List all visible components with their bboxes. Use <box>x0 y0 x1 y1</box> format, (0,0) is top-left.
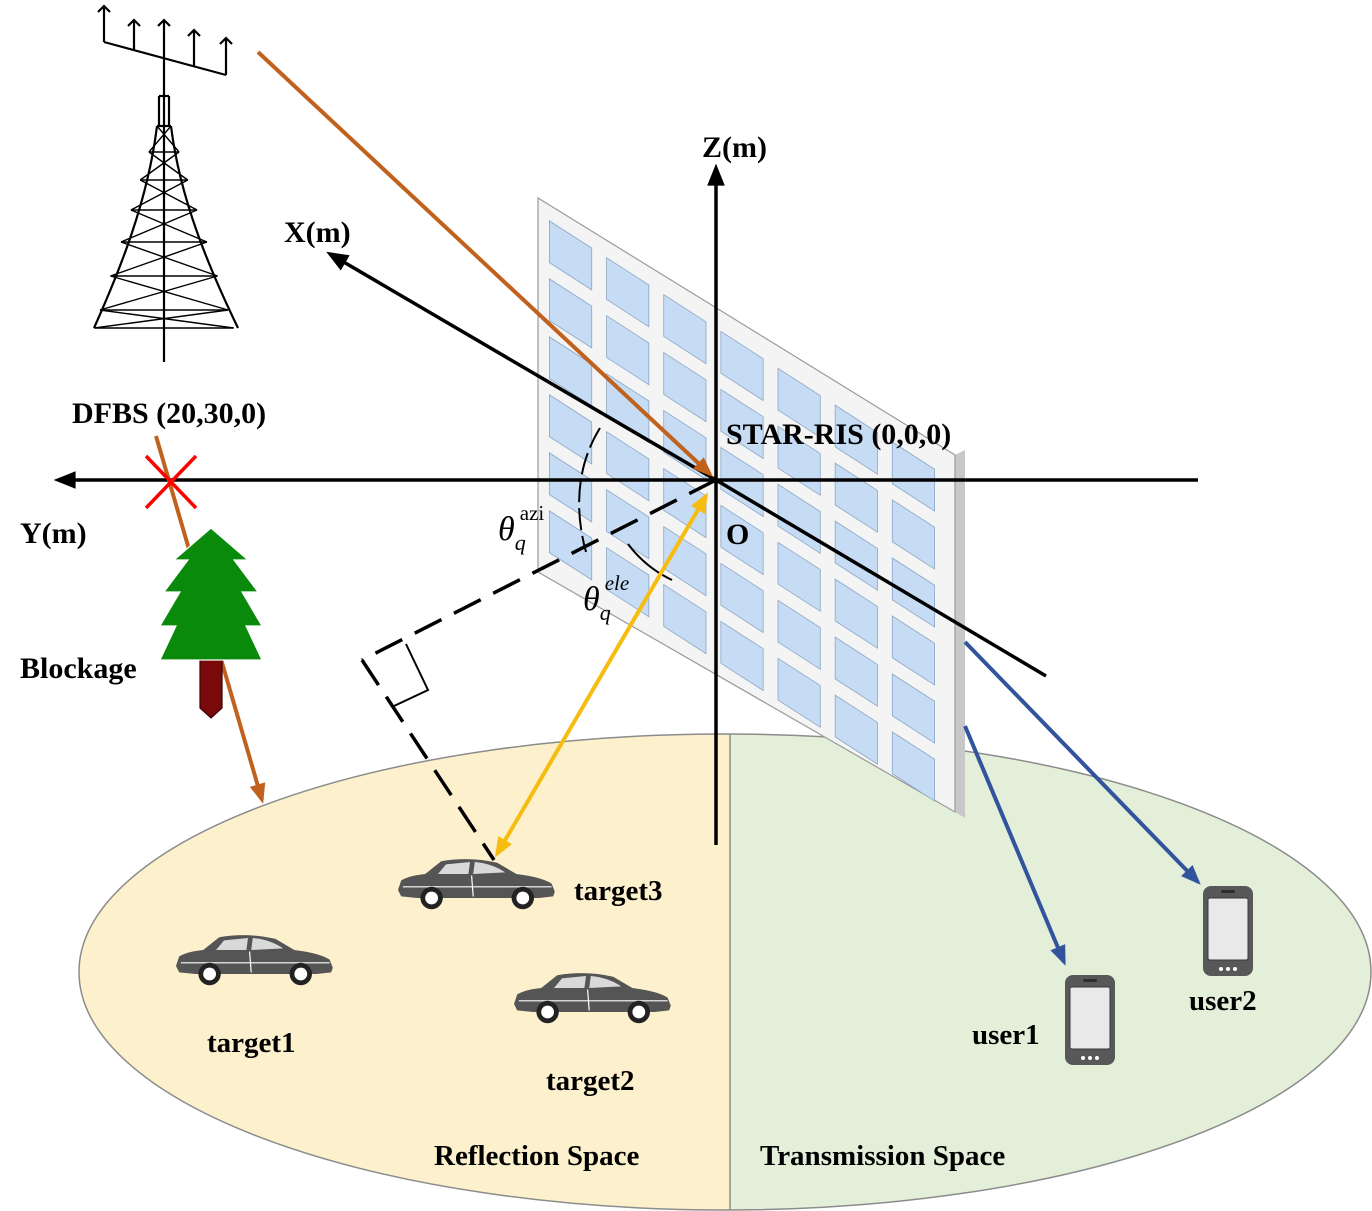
reflection-space-label: Reflection Space <box>434 1140 639 1172</box>
tower-brace <box>130 179 189 211</box>
ris-element <box>834 694 878 765</box>
ris-element <box>777 541 821 613</box>
y-axis-label: Y(m) <box>20 517 87 550</box>
ris-element <box>891 499 935 570</box>
ris-element <box>720 330 764 402</box>
ris-element <box>777 425 821 497</box>
reflection-space-area <box>79 734 730 1210</box>
x-axis <box>326 251 717 482</box>
tower-brace <box>130 209 208 243</box>
user2-phone-icon <box>1202 885 1254 977</box>
target2-label: target2 <box>546 1065 635 1097</box>
dfbs-label: DFBS (20,30,0) <box>72 397 266 430</box>
ris-panel-side <box>955 450 965 818</box>
ris-label: STAR-RIS (0,0,0) <box>726 418 951 451</box>
ris-element <box>549 394 593 465</box>
right-angle-mark <box>393 643 430 707</box>
tower-brace <box>110 241 208 277</box>
user1-phone-icon <box>1064 974 1116 1066</box>
ris-element <box>777 657 821 729</box>
tower-brace <box>110 275 229 311</box>
origin-label: O <box>726 518 749 551</box>
ground-ellipse-outline <box>78 733 1372 1211</box>
ris-element <box>663 351 707 423</box>
ris-element <box>720 562 764 634</box>
star-ris-panel <box>537 196 965 818</box>
ris-element <box>606 314 650 386</box>
ris-to-user2-link <box>963 640 1201 885</box>
ris-target3-sensing-link <box>494 492 709 858</box>
tower-brace <box>94 309 229 329</box>
ris-element <box>777 599 821 671</box>
azimuth-angle-label: θqazi <box>498 501 544 555</box>
ris-element <box>777 367 821 439</box>
projection-dash-vertical <box>360 659 496 861</box>
tower-brace <box>99 309 234 329</box>
tower-brace <box>99 275 218 311</box>
tower-brace <box>148 151 189 181</box>
tower-brace <box>156 125 180 153</box>
tree-blockage-icon <box>158 527 264 719</box>
ris-element <box>720 388 764 460</box>
ris-element <box>663 293 707 365</box>
ris-element <box>891 731 935 802</box>
ris-element <box>549 220 593 291</box>
blockage-label: Blockage <box>20 652 137 685</box>
tower-lattice <box>94 125 234 329</box>
ris-element <box>720 620 764 692</box>
tower-brace <box>139 151 180 181</box>
x-axis-label: X(m) <box>284 216 351 249</box>
dfbs-tower-icon <box>92 4 239 362</box>
transmission-space-area <box>730 734 1371 1210</box>
target3-label: target3 <box>574 875 663 907</box>
user2-label: user2 <box>1189 985 1257 1017</box>
x-axis-negative <box>715 478 1047 678</box>
tower-brace <box>139 179 198 211</box>
ris-element <box>606 256 650 328</box>
bs-to-ris-link <box>256 50 713 477</box>
user1-label: user1 <box>972 1019 1040 1051</box>
coordinate-axes: Z(m) X(m) Y(m) O <box>20 131 1198 845</box>
ris-element <box>891 673 935 744</box>
tower-brace <box>148 125 172 153</box>
ris-element <box>891 615 935 686</box>
ris-element <box>834 404 878 475</box>
target1-label: target1 <box>207 1027 296 1059</box>
tower-brace <box>120 209 198 243</box>
tower-brace <box>120 241 218 277</box>
ris-element <box>606 372 650 444</box>
ris-element <box>834 578 878 649</box>
ris-element <box>549 278 593 349</box>
blockage-x-mark <box>144 454 198 510</box>
ris-element <box>720 446 764 518</box>
ris-to-user1-link <box>963 725 1066 966</box>
transmission-space-label: Transmission Space <box>760 1140 1005 1172</box>
z-axis-label: Z(m) <box>702 131 767 164</box>
ris-element <box>891 441 935 512</box>
ris-element <box>834 636 878 707</box>
ris-element <box>720 504 764 576</box>
